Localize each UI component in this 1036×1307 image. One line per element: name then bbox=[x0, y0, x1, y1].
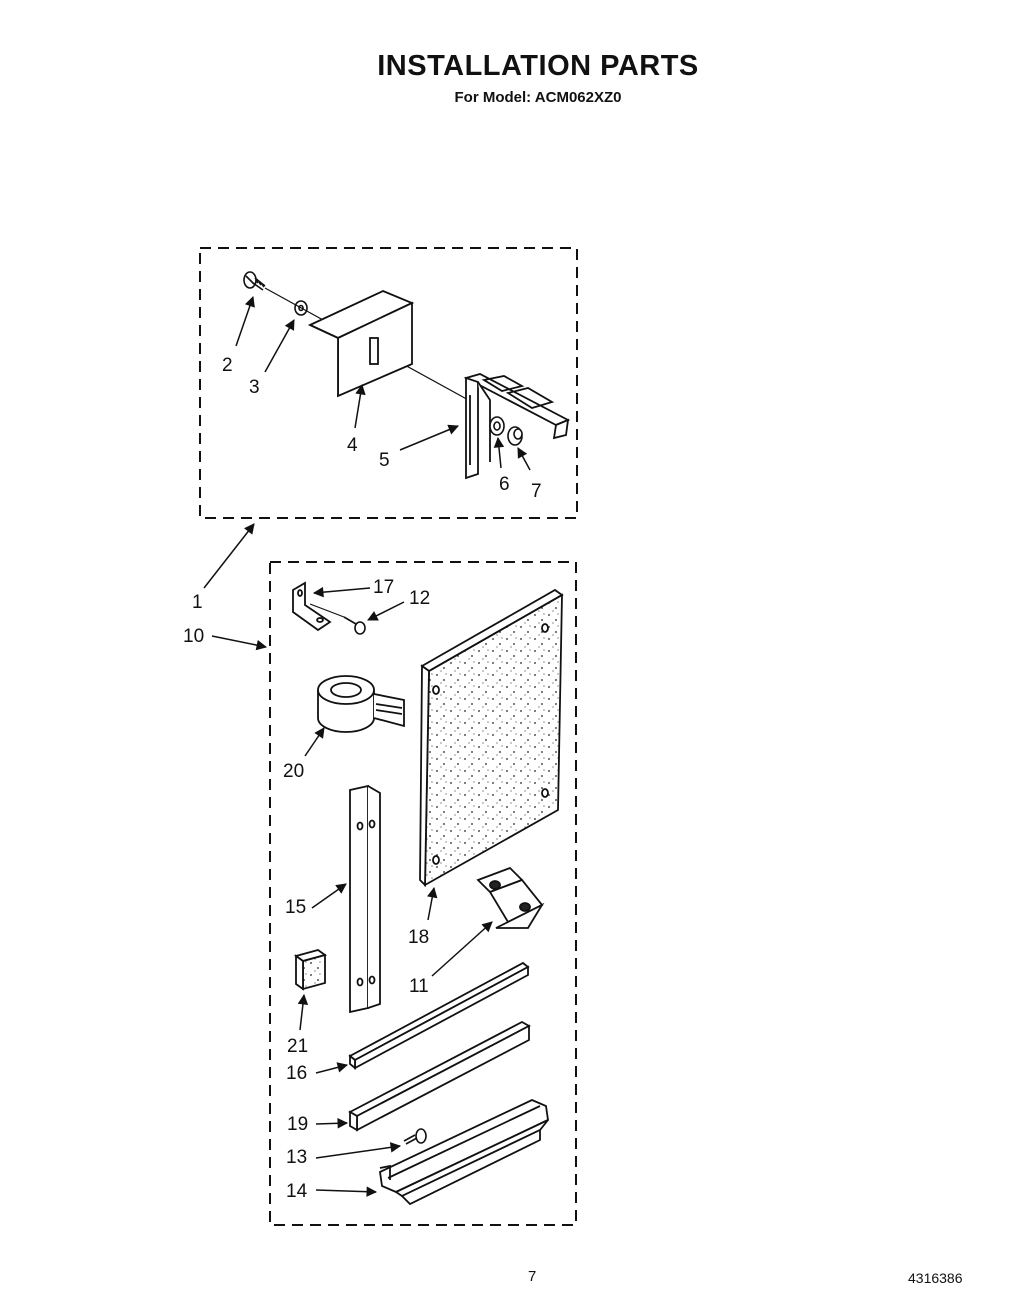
kit-10-boundary bbox=[269, 561, 577, 1226]
callout-17: 17 bbox=[373, 577, 394, 598]
callout-7: 7 bbox=[531, 481, 542, 502]
insulation-panel-icon bbox=[419, 588, 564, 888]
callout-15: 15 bbox=[285, 897, 306, 918]
support-bracket-icon bbox=[463, 373, 571, 480]
callout-2: 2 bbox=[222, 355, 233, 376]
screw-icon bbox=[243, 271, 266, 291]
kit-1-boundary bbox=[199, 247, 578, 519]
callout-21: 21 bbox=[287, 1036, 308, 1057]
callout-3: 3 bbox=[249, 377, 260, 398]
callout-14: 14 bbox=[286, 1181, 308, 1202]
foam-strip-icon bbox=[348, 1020, 531, 1132]
washer-icon bbox=[489, 416, 505, 436]
callout-20: 20 bbox=[283, 761, 304, 782]
screw-icon bbox=[343, 616, 366, 635]
cover-bracket-icon bbox=[307, 290, 415, 398]
sill-rail-icon bbox=[379, 1099, 549, 1206]
document-number: 4316386 bbox=[908, 1270, 963, 1286]
callout-6: 6 bbox=[499, 474, 510, 495]
page-title: INSTALLATION PARTS bbox=[377, 50, 699, 82]
callout-19: 19 bbox=[287, 1114, 308, 1135]
callout-4: 4 bbox=[347, 435, 358, 456]
callout-16: 16 bbox=[286, 1063, 307, 1084]
nut-icon bbox=[507, 426, 523, 446]
mounting-clip-icon bbox=[476, 866, 545, 929]
callout-1: 1 bbox=[192, 592, 203, 613]
callout-5: 5 bbox=[379, 450, 390, 471]
callout-13: 13 bbox=[286, 1147, 307, 1168]
foam-strip-icon bbox=[348, 961, 530, 1070]
model-subtitle: For Model: ACM062XZ0 bbox=[454, 89, 622, 106]
page-number: 7 bbox=[528, 1268, 537, 1285]
callout-arrows bbox=[203, 296, 531, 1197]
foam-block-icon bbox=[293, 949, 328, 991]
angle-strip-icon bbox=[349, 784, 381, 1014]
callout-18: 18 bbox=[408, 927, 429, 948]
angle-bracket-icon bbox=[292, 581, 332, 632]
screw-icon bbox=[403, 1128, 427, 1145]
tape-roll-icon bbox=[317, 675, 405, 733]
callout-12: 12 bbox=[409, 588, 430, 609]
callout-10: 10 bbox=[183, 626, 204, 647]
callout-11: 11 bbox=[409, 976, 429, 997]
